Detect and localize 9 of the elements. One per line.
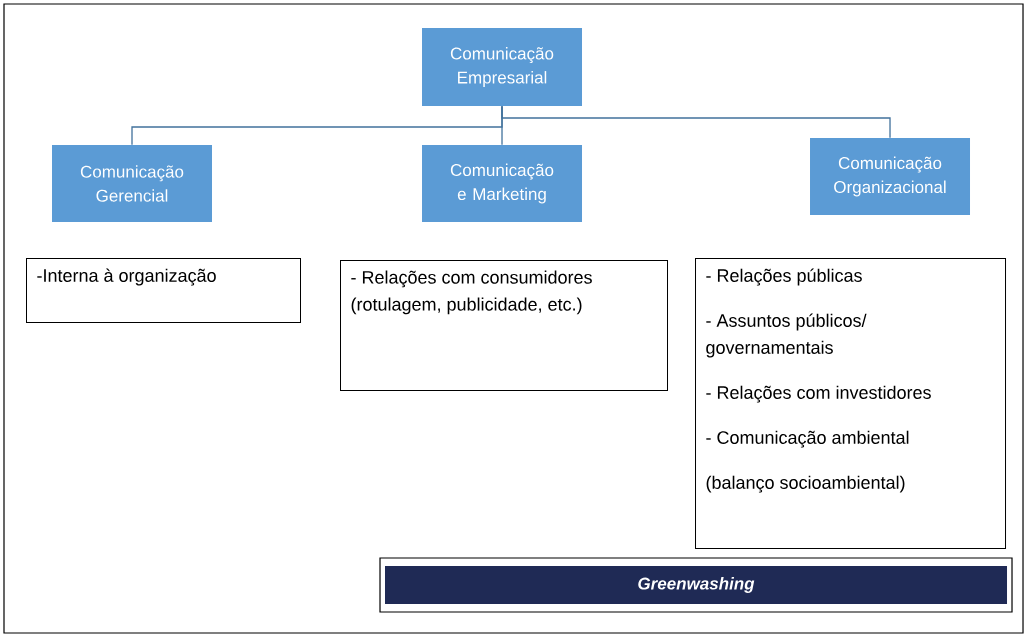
category-box: Comunicação Empresarial [422,28,582,106]
banner-box: Greenwashing [379,557,1013,613]
connector-line [501,105,891,139]
category-box: Comunicação Organizacional [810,138,970,215]
category-box: Comunicação e Marketing [422,145,582,222]
text-box: -Interna à organização [26,258,301,323]
category-box: Comunicação Gerencial [52,145,212,222]
text-box: - Relações públicas - Assuntos públicos/ governamentais - Relações com investidores - Comunicação ambiental (balanço socioambiental) [695,258,1006,549]
text-box: - Relações com consumidores (rotulagem, publicidade, etc.) [340,260,668,391]
